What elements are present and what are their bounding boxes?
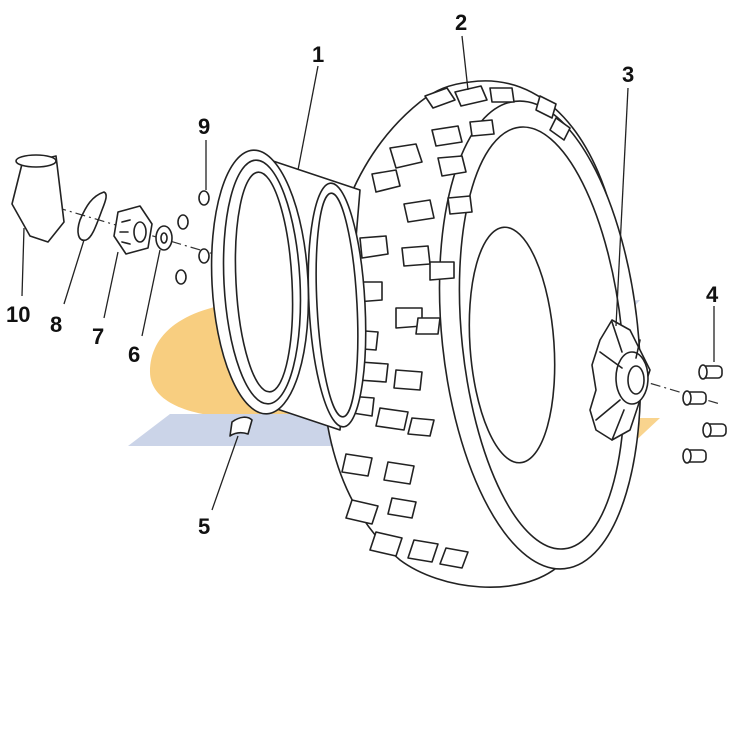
- callout-2-leader: [461, 35, 469, 91]
- castle-nut-slots: [119, 219, 131, 245]
- callout-7-leader: [103, 251, 119, 319]
- callout-2: 2: [455, 10, 467, 35]
- cotter-pin-shape: [77, 191, 107, 242]
- callout-4: 4: [706, 282, 719, 307]
- callout-3-leader: [615, 87, 629, 327]
- callout-5: 5: [198, 514, 210, 539]
- tire-rim-opening: [468, 226, 556, 464]
- callout-3: 3: [622, 62, 634, 87]
- hub-cap-body: [11, 155, 65, 243]
- callout-1: 1: [312, 42, 324, 67]
- callout-7: 7: [92, 324, 104, 349]
- wheel-hub: [589, 319, 651, 441]
- hub-cap-rim: [15, 154, 57, 168]
- washer-ring: [155, 225, 173, 251]
- hub-bore: [627, 365, 645, 395]
- stud-2: [682, 390, 707, 406]
- rim-inner-flange-lip: [315, 192, 359, 418]
- stud-4: [682, 448, 707, 464]
- callout-5-leader: [211, 435, 239, 511]
- callout-8-leader: [63, 239, 85, 305]
- callout-6: 6: [128, 342, 140, 367]
- hub-cap: [11, 154, 65, 297]
- callout-6-leader: [141, 249, 161, 337]
- cotter-pin: [63, 191, 107, 305]
- wheel-studs: [682, 306, 727, 464]
- hub-cap-bolts: [175, 140, 210, 285]
- castle-nut: [103, 205, 153, 319]
- callout-1-leader: [297, 65, 319, 171]
- washer: [141, 225, 173, 337]
- hub-spokes: [595, 321, 641, 441]
- tire-sidewall: [438, 100, 642, 570]
- rim-outer-flange-lip: [222, 159, 302, 405]
- tire: [320, 80, 642, 588]
- callout-10: 10: [6, 302, 30, 327]
- callout-9: 9: [198, 114, 210, 139]
- tire-tread-blocks: [341, 85, 571, 569]
- stud-3: [702, 422, 727, 438]
- valve-stem: [211, 416, 253, 511]
- valve-body: [229, 416, 253, 437]
- callout-10-leader: [21, 227, 25, 297]
- rim-face: [234, 171, 294, 393]
- castle-nut-bore: [133, 221, 147, 243]
- rim: [210, 149, 367, 431]
- stud-1: [698, 364, 723, 380]
- callout-8: 8: [50, 312, 62, 337]
- washer-hole: [160, 232, 168, 244]
- rim-outer-flange: [210, 149, 310, 415]
